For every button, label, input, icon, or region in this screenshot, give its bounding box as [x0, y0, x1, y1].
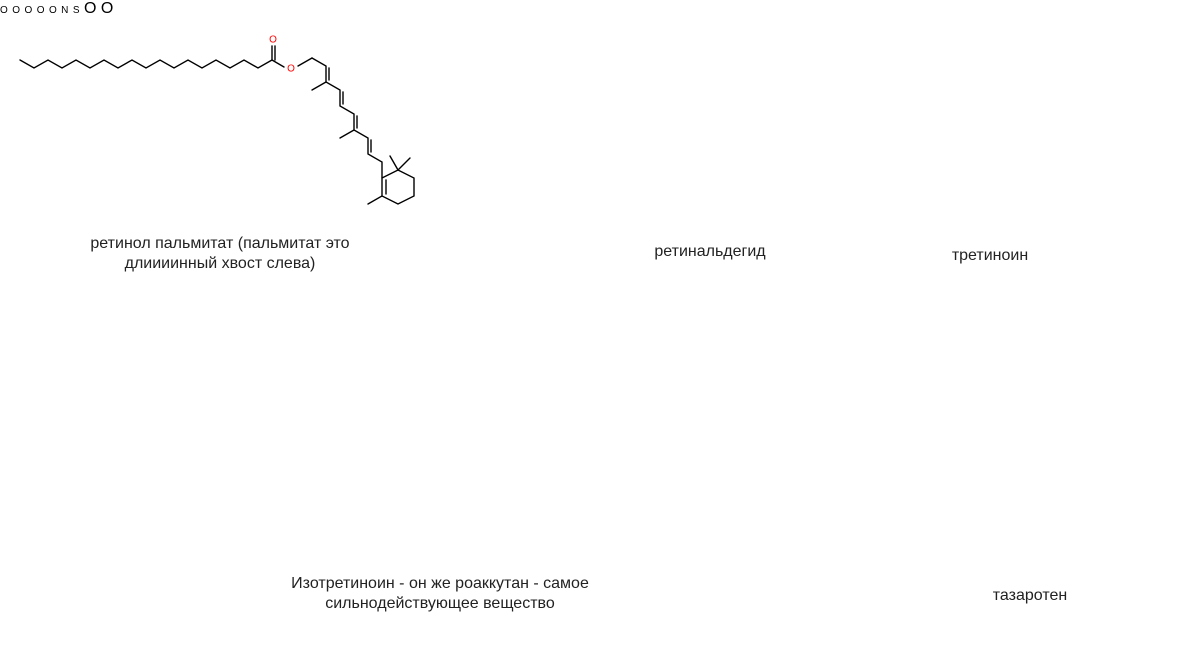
oxygen-atom-label: O: [0, 5, 8, 16]
pyridine-ring: N S: [61, 0, 84, 17]
oxygen-atom-label: O: [83, 0, 97, 17]
nitrogen-atom-label: N: [61, 5, 69, 16]
oxygen-atom-label: O: [269, 35, 277, 46]
oxygen-atom-label: O: [36, 5, 45, 16]
cyclohexene-ring: [381, 169, 415, 205]
palmitate-chain: [19, 59, 273, 69]
caption-retinaldehyde: ретинальдегид: [610, 242, 810, 262]
caption-line: тазаротен: [992, 587, 1068, 604]
oxygen-atom-label: O: [48, 5, 57, 16]
ethyl-group: O O N S: [37, 0, 84, 17]
caption-line: Изотретиноин - он же роаккутан - самое: [291, 575, 589, 592]
caption-line: третиноин: [951, 247, 1029, 264]
molecule-tretinoin: O O: [12, 0, 36, 17]
caption-line: длиииинный хвост слева): [124, 255, 316, 272]
caption-isotretinoin: Изотретиноин - он же роаккутан - самое с…: [240, 574, 640, 614]
caption-line: ретинол пальмитат (пальмитат это: [90, 235, 350, 252]
molecule-retinaldehyde: O: [0, 0, 12, 17]
caption-line: сильнодействующее вещество: [325, 595, 555, 612]
oxygen-atom-label: O: [100, 0, 114, 17]
caption-line: ретинальдегид: [654, 243, 766, 260]
oxygen-atom-label: O: [287, 64, 295, 75]
oxygen-atom-label: O: [12, 5, 21, 16]
molecule-isotretinoin: O O: [84, 0, 113, 17]
thiochroman-ring: S: [73, 0, 84, 17]
sulfur-atom-label: S: [72, 5, 80, 16]
caption-tretinoin: третиноин: [920, 246, 1060, 266]
molecule-tazarotene: O O N S: [37, 0, 84, 17]
benzene-ring: S: [73, 0, 84, 17]
caption-retinyl-palmitate: ретинол пальмитат (пальмитат это длиииин…: [40, 234, 400, 274]
molecule-retinyl-palmitate: O O: [19, 35, 415, 205]
oxygen-atom-label: O: [24, 5, 33, 16]
caption-tazarotene: тазаротен: [960, 586, 1100, 606]
polyene-chain: [311, 57, 383, 179]
